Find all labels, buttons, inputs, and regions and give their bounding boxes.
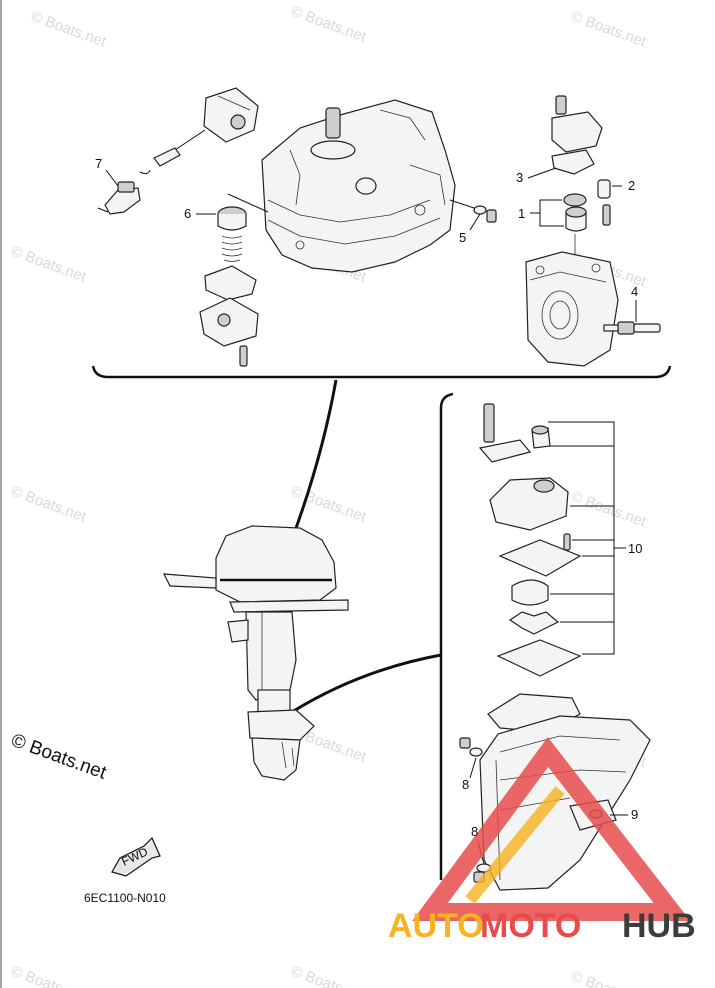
callout-leaders-top xyxy=(105,167,637,322)
fuel-connector-part-7 xyxy=(97,181,141,215)
callout-labels: 7 6 3 2 1 5 4 10 8 8 9 xyxy=(95,156,642,839)
outboard-motor-silhouette xyxy=(162,525,349,781)
callout-1: 1 xyxy=(518,206,525,221)
callout-8: 8 xyxy=(471,824,478,839)
connector-line-lower xyxy=(291,653,442,714)
logo-word-auto: AUTO xyxy=(388,907,484,945)
lower-group-bracket xyxy=(439,392,454,880)
callout-4: 4 xyxy=(631,284,638,299)
upper-group-bracket xyxy=(91,365,672,379)
callout-3: 3 xyxy=(516,170,523,185)
fuel-pump-assembly xyxy=(139,87,259,175)
watermark-text: © Boats.net xyxy=(289,483,369,526)
logo-word-moto: MOTO xyxy=(480,907,581,945)
automotohub-wordmark: AUTO MOTO HUB xyxy=(388,907,696,945)
callout-8: 8 xyxy=(462,777,469,792)
watermark-text: © Boats.net xyxy=(9,243,89,286)
spark-plug-part-4 xyxy=(603,321,661,335)
engine-block xyxy=(261,99,456,273)
logo-word-hub: HUB xyxy=(622,907,696,945)
cylinder-head xyxy=(525,251,619,367)
watermark-text: © Boats.net xyxy=(289,3,369,46)
callout-10: 10 xyxy=(628,541,642,556)
copyright-mark: © Boats.net xyxy=(8,730,109,784)
callout-6: 6 xyxy=(184,206,191,221)
watermark-text: © Boats.net xyxy=(9,963,89,988)
forward-direction-arrow: FWD xyxy=(111,836,161,877)
callout-2: 2 xyxy=(628,178,635,193)
watermark-text: © Boats.net xyxy=(289,963,369,988)
automotohub-logo xyxy=(412,737,691,921)
drain-screw-part-5 xyxy=(449,199,497,223)
callout-7: 7 xyxy=(95,156,102,171)
watermark-text: © Boats.net xyxy=(569,488,649,531)
thermostat-assembly-right xyxy=(551,95,611,270)
thermostat-cover-part-6 xyxy=(199,193,269,367)
callout-5: 5 xyxy=(459,230,466,245)
water-pump-assembly xyxy=(478,403,626,677)
callout-9: 9 xyxy=(631,807,638,822)
watermark-text: © Boats.net xyxy=(569,968,649,988)
watermark-text: © Boats.net xyxy=(29,8,109,51)
diagram-part-code: 6EC1100-N010 xyxy=(84,891,166,905)
watermark-text: © Boats.net xyxy=(9,483,89,526)
watermark-text: © Boats.net xyxy=(569,8,649,51)
